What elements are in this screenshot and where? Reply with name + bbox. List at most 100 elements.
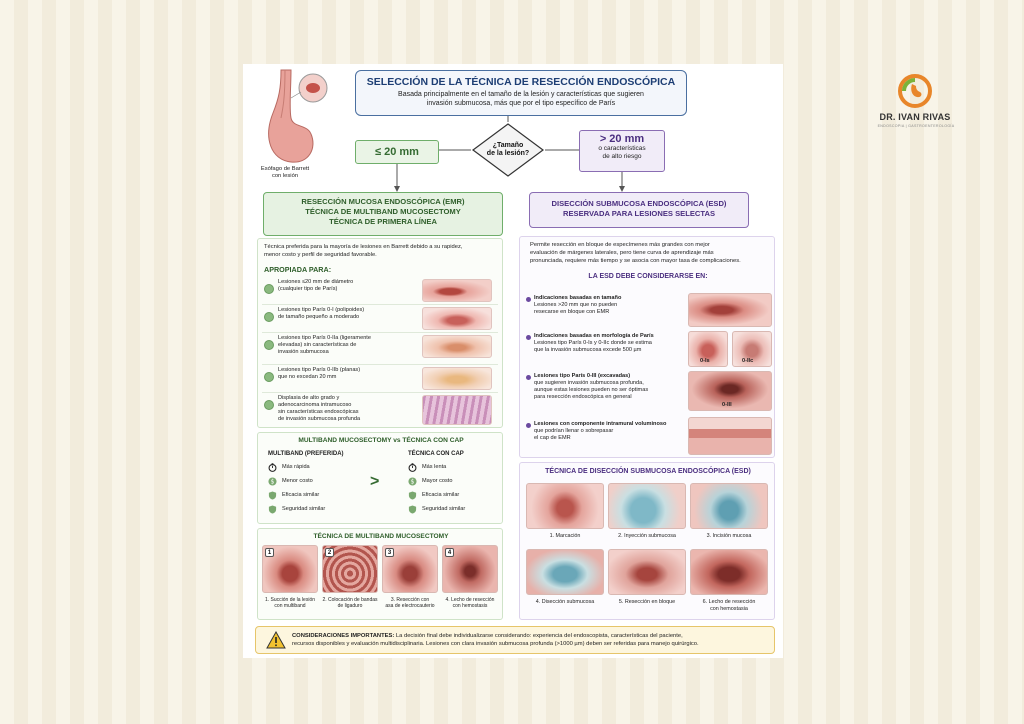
step-number: 4 [445, 548, 454, 557]
multiband-item: Seguridad similar [282, 506, 326, 512]
multiband-item: Más rápida [282, 464, 310, 470]
esd-step-image [690, 549, 768, 595]
esd-step-image [526, 549, 604, 595]
brand-logo: DR. IVAN RIVAS ENDOSCOPIA | GASTROENTERO… [872, 74, 958, 134]
stopwatch-icon [408, 463, 417, 472]
cap-item: Más lenta [422, 464, 447, 470]
decision-question: ¿Tamaño de la lesión? [486, 142, 530, 157]
esd-point: Lesiones con componente intramural volum… [534, 421, 667, 441]
step-caption: 4. Disección submucosa [535, 599, 595, 605]
multiband-step-image: 4 [442, 545, 498, 593]
header-box: SELECCIÓN DE LA TÉCNICA DE RESECCIÓN END… [355, 70, 687, 116]
image-label: 0-IIc [742, 358, 754, 364]
image-label: 0-Is [700, 358, 710, 364]
esd-point: Lesiones tipo París 0-III (excavadas)que… [534, 373, 649, 400]
dollar-icon: $ [268, 477, 277, 486]
esd-intro: Permite resección en bloque de especímen… [530, 242, 741, 264]
brand-tagline: ENDOSCOPIA | GASTROENTEROLOGÍA [877, 124, 955, 128]
step-caption: 1. Marcación [549, 533, 581, 539]
check-circle-icon [264, 284, 274, 294]
shield-icon [268, 505, 277, 514]
multiband-item: Eficacia similar [282, 492, 320, 498]
cap-column-title: TÉCNICA CON CAP [408, 451, 464, 457]
emr-indication-row: Lesiones tipo París 0-IIb (planas)que no… [262, 365, 498, 393]
multiband-technique-panel: TÉCNICA DE MULTIBAND MUCOSECTOMY 1 2 3 4… [257, 528, 503, 620]
comparison-arrow: > [370, 473, 380, 490]
esd-header: DISECCIÓN SUBMUCOSA ENDOSCÓPICA (ESD) RE… [529, 192, 749, 228]
option-le-20mm: ≤ 20 mm [355, 140, 439, 164]
bullet-icon [526, 297, 531, 302]
multiband-step-image: 2 [322, 545, 378, 593]
comparison-title: MULTIBAND MUCOSECTOMY vs TÉCNICA CON CAP [298, 437, 464, 444]
bullet-icon [526, 375, 531, 380]
emr-section-title: APROPIADA PARA: [264, 265, 332, 274]
warning-icon [266, 631, 286, 649]
svg-text:$: $ [411, 480, 415, 486]
esophagus-illustration [268, 69, 328, 163]
shield-icon [268, 491, 277, 500]
lesion-image [422, 279, 492, 302]
lesion-image-0-iii [688, 371, 772, 411]
multiband-technique-title: TÉCNICA DE MULTIBAND MUCOSECTOMY [313, 533, 449, 540]
bullet-icon [526, 423, 531, 428]
multiband-step-image: 3 [382, 545, 438, 593]
check-circle-icon [264, 400, 274, 410]
lesion-image [422, 335, 492, 358]
important-considerations: CONSIDERACIONES IMPORTANTES: La decisión… [255, 626, 775, 654]
emr-indication-row: Lesiones ≤20 mm de diámetro(cualquier ti… [262, 277, 498, 305]
esd-technique-panel: TÉCNICA DE DISECCIÓN SUBMUCOSA ENDOSCÓPI… [519, 462, 775, 620]
considerations-text: CONSIDERACIONES IMPORTANTES: La decisión… [292, 633, 699, 647]
esd-section-title: LA ESD DEBE CONSIDERARSE EN: [588, 273, 708, 280]
step-number: 2 [325, 548, 334, 557]
intramural-lesion-image [688, 417, 772, 455]
esd-point: Indicaciones basadas en morfología de Pa… [534, 333, 654, 353]
step-caption: 2. Inyección submucosa [618, 533, 676, 539]
multiband-item: Menor costo [282, 478, 313, 484]
decision-diamond [471, 123, 545, 177]
esd-step-image [526, 483, 604, 529]
svg-text:$: $ [271, 480, 275, 486]
image-label: 0-III [722, 402, 732, 408]
step-caption: 3. Incisión mucosa [706, 533, 752, 539]
lesion-image [688, 293, 772, 327]
emr-indication-row: Lesiones tipo París 0-I (polipoides)de t… [262, 305, 498, 333]
cap-item: Eficacia similar [422, 492, 460, 498]
comparison-panel: MULTIBAND MUCOSECTOMY vs TÉCNICA CON CAP… [257, 432, 503, 524]
stopwatch-icon [268, 463, 277, 472]
check-circle-icon [264, 340, 274, 350]
option-gt-20mm: > 20 mm o características de alto riesgo [579, 130, 665, 172]
check-circle-icon [264, 372, 274, 382]
bullet-icon [526, 335, 531, 340]
step-number: 1 [265, 548, 274, 557]
esophagus-label: Esófago de Barrett con lesión [260, 166, 310, 179]
lesion-image [422, 307, 492, 330]
multiband-step-image: 1 [262, 545, 318, 593]
esd-step-image [608, 483, 686, 529]
infographic-sheet: Esófago de Barrett con lesión SELECCIÓN … [243, 64, 783, 658]
page-title: SELECCIÓN DE LA TÉCNICA DE RESECCIÓN END… [366, 76, 676, 88]
cap-item: Seguridad similar [422, 506, 466, 512]
lesion-image [422, 367, 492, 390]
dollar-icon: $ [408, 477, 417, 486]
multiband-column-title: MULTIBAND (PREFERIDA) [268, 451, 344, 457]
step-number: 3 [385, 548, 394, 557]
emr-indications-panel: Técnica preferida para la mayoría de les… [257, 238, 503, 428]
lesion-image-0-is [688, 331, 728, 367]
histology-image [422, 395, 492, 425]
lesion-image-0-iic [732, 331, 772, 367]
shield-icon [408, 491, 417, 500]
stomach-logo-icon [898, 74, 932, 108]
step-caption: 5. Resección en bloque [618, 599, 676, 605]
brand-name: DR. IVAN RIVAS [879, 112, 951, 122]
page-subtitle: Basada principalmente en el tamaño de la… [398, 91, 644, 107]
emr-intro: Técnica preferida para la mayoría de les… [264, 244, 463, 258]
shield-icon [408, 505, 417, 514]
esd-step-image [690, 483, 768, 529]
